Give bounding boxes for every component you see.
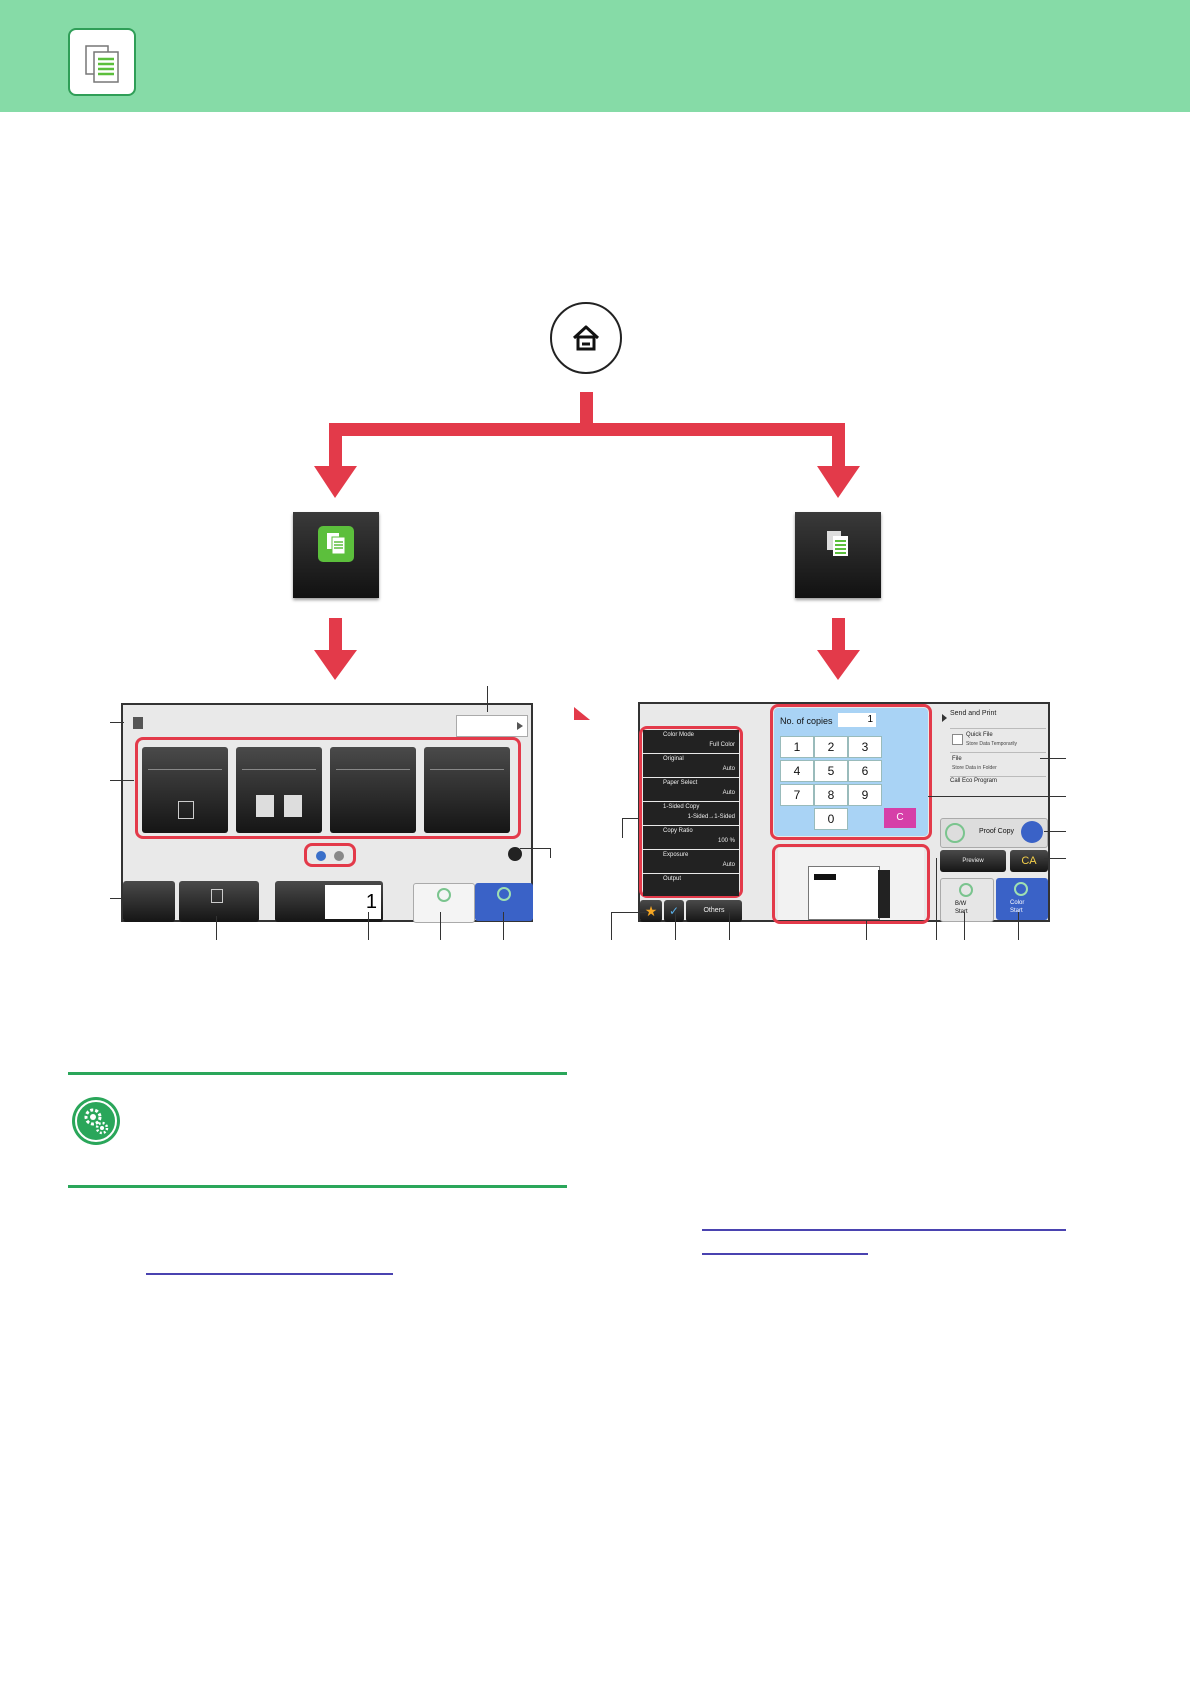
color-start-button[interactable]: Color Start bbox=[996, 878, 1048, 920]
eco-program-item[interactable]: Call Eco Program bbox=[950, 778, 998, 784]
bw-start-button[interactable] bbox=[413, 883, 475, 923]
start-icon bbox=[1014, 882, 1028, 896]
settings-gear-icon bbox=[72, 1097, 120, 1145]
link-underline[interactable] bbox=[146, 1273, 393, 1275]
proof-copy-button[interactable]: Proof Copy bbox=[940, 818, 1048, 848]
page-header bbox=[0, 0, 1190, 112]
others-button[interactable]: Others bbox=[686, 900, 742, 922]
key-6[interactable]: 6 bbox=[848, 760, 882, 782]
copies-label: No. of copies bbox=[780, 716, 833, 726]
start-icon bbox=[497, 887, 511, 901]
send-and-print-item[interactable]: Send and Print bbox=[950, 710, 1046, 729]
machine-illustration bbox=[778, 848, 924, 920]
preview-button[interactable] bbox=[179, 881, 259, 922]
machine-highlight bbox=[772, 844, 930, 924]
action-panel: Send and Print Quick File Store Data Tem… bbox=[940, 706, 1048, 806]
copy-app-icon bbox=[68, 28, 136, 96]
collapse-icon[interactable] bbox=[942, 714, 947, 722]
next-page-icon[interactable] bbox=[508, 847, 522, 861]
link-underline[interactable] bbox=[702, 1253, 868, 1255]
page-dot-active[interactable] bbox=[316, 851, 326, 861]
page-dot[interactable] bbox=[334, 851, 344, 861]
document-icon bbox=[178, 801, 194, 819]
easy-copy-icon bbox=[318, 526, 354, 562]
function-keys-highlight bbox=[135, 737, 521, 839]
home-icon bbox=[572, 325, 600, 351]
duplex-target-icon bbox=[284, 795, 302, 817]
job-status-icon bbox=[133, 717, 143, 729]
copies-field[interactable]: 1 bbox=[838, 713, 876, 727]
note-top-rule bbox=[68, 1072, 567, 1075]
key-4[interactable]: 4 bbox=[780, 760, 814, 782]
easy-copy-screen: 1 bbox=[121, 703, 533, 923]
key-7[interactable]: 7 bbox=[780, 784, 814, 806]
start-icon bbox=[437, 888, 451, 902]
copies-field[interactable]: 1 bbox=[325, 885, 381, 919]
key-2[interactable]: 2 bbox=[814, 736, 848, 758]
checkmark-icon[interactable]: ✓ bbox=[664, 900, 684, 922]
note-bottom-rule bbox=[68, 1185, 567, 1188]
arrow-right-icon bbox=[517, 722, 523, 730]
duplex-source-icon bbox=[256, 795, 274, 817]
easy-copy-tile[interactable] bbox=[293, 512, 379, 598]
start-icon bbox=[959, 883, 973, 897]
bw-start-button[interactable]: B/W Start bbox=[940, 878, 994, 922]
link-underline[interactable] bbox=[702, 1229, 1066, 1231]
home-button[interactable] bbox=[550, 302, 622, 374]
key-5[interactable]: 5 bbox=[814, 760, 848, 782]
left-button[interactable] bbox=[123, 881, 175, 922]
function-key-3[interactable] bbox=[330, 747, 416, 833]
copy-icon bbox=[827, 531, 848, 556]
function-key-4[interactable] bbox=[424, 747, 510, 833]
function-key-1[interactable] bbox=[142, 747, 228, 833]
start-icon bbox=[945, 823, 965, 843]
function-key-2[interactable] bbox=[236, 747, 322, 833]
key-3[interactable]: 3 bbox=[848, 736, 882, 758]
quick-file-checkbox[interactable] bbox=[952, 734, 963, 745]
file-item[interactable]: File Store Data in Folder bbox=[950, 754, 1046, 777]
settings-highlight bbox=[639, 726, 743, 898]
numpad-highlight bbox=[770, 704, 932, 840]
color-start-button[interactable] bbox=[475, 883, 533, 921]
key-0[interactable]: 0 bbox=[814, 808, 848, 830]
copy-tile[interactable] bbox=[795, 512, 881, 598]
quick-file-item[interactable]: Quick File Store Data Temporarily bbox=[950, 730, 1046, 753]
clear-all-button[interactable]: CA bbox=[1010, 850, 1048, 872]
clear-key[interactable]: C bbox=[884, 808, 916, 828]
preview-icon bbox=[211, 889, 223, 903]
preview-button[interactable]: Preview bbox=[940, 850, 1006, 872]
favorite-star-icon[interactable]: ★ bbox=[640, 900, 662, 922]
key-9[interactable]: 9 bbox=[848, 784, 882, 806]
flow-arrows bbox=[314, 392, 860, 720]
numpad: No. of copies 1 1 2 3 4 5 6 7 8 9 0 C bbox=[774, 708, 928, 836]
proof-start-icon bbox=[1021, 821, 1043, 843]
detail-button[interactable] bbox=[456, 715, 528, 737]
page-dots-highlight bbox=[304, 843, 356, 867]
setting-row[interactable]: Output bbox=[643, 874, 739, 896]
key-1[interactable]: 1 bbox=[780, 736, 814, 758]
copies-area[interactable]: 1 bbox=[275, 881, 383, 922]
key-8[interactable]: 8 bbox=[814, 784, 848, 806]
